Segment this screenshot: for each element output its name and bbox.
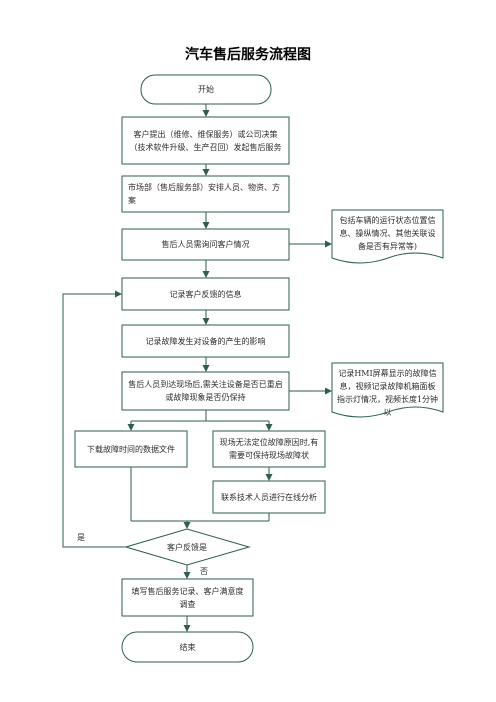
note-vehicle-shape [331, 209, 444, 264]
download-node: 下载故障时间的数据文件 [87, 444, 175, 454]
page-title: 汽车售后服务流程图 [185, 47, 311, 63]
keep-scene-node: 现场无法定位故障原因时,有需要可保持现场故障状 [219, 438, 319, 460]
onsite-node: 售后人员到达现场后,需关注设备是否已重启或故障现象是否仍保持 [128, 380, 283, 402]
inquire-node: 售后人员需询问客户情况 [161, 240, 250, 249]
record-feedback-node: 记录客户反馈的信息 [169, 289, 242, 299]
decision-node: 客户反馈是 [167, 542, 207, 552]
yes-label: 是 [77, 533, 85, 542]
end-shape [121, 631, 254, 663]
no-label: 否 [200, 567, 208, 576]
end-node: 结束 [179, 642, 196, 652]
arrange-node: 市场部（售后服务部）安排人员、物资、方案 [128, 183, 280, 205]
record-fault-node: 记录故障发生对设备的产生的影响 [145, 336, 266, 346]
decision-shape [124, 528, 251, 566]
fill-record-node: 填写售后服务记录、客户满意度调查 [131, 586, 244, 609]
start-node: 开始 [198, 85, 214, 94]
note-hmi-shape [331, 362, 444, 418]
contact-tech-node: 联系技术人员进行在线分析 [221, 492, 317, 502]
note-vehicle-state: 包括车辆的运行状态位置信息、操纵情况、其他关联设备是否有异常等) [339, 216, 436, 251]
request-node: 客户提出（维修、维保服务）或公司决策（技术软件升级、生产召回）发起售后服务 [129, 129, 282, 152]
note-hmi-record: 记录HMI屏幕显示的故障信息，视频记录故障机箱面板指示灯情况，视频长度1分钟以 [336, 369, 439, 417]
